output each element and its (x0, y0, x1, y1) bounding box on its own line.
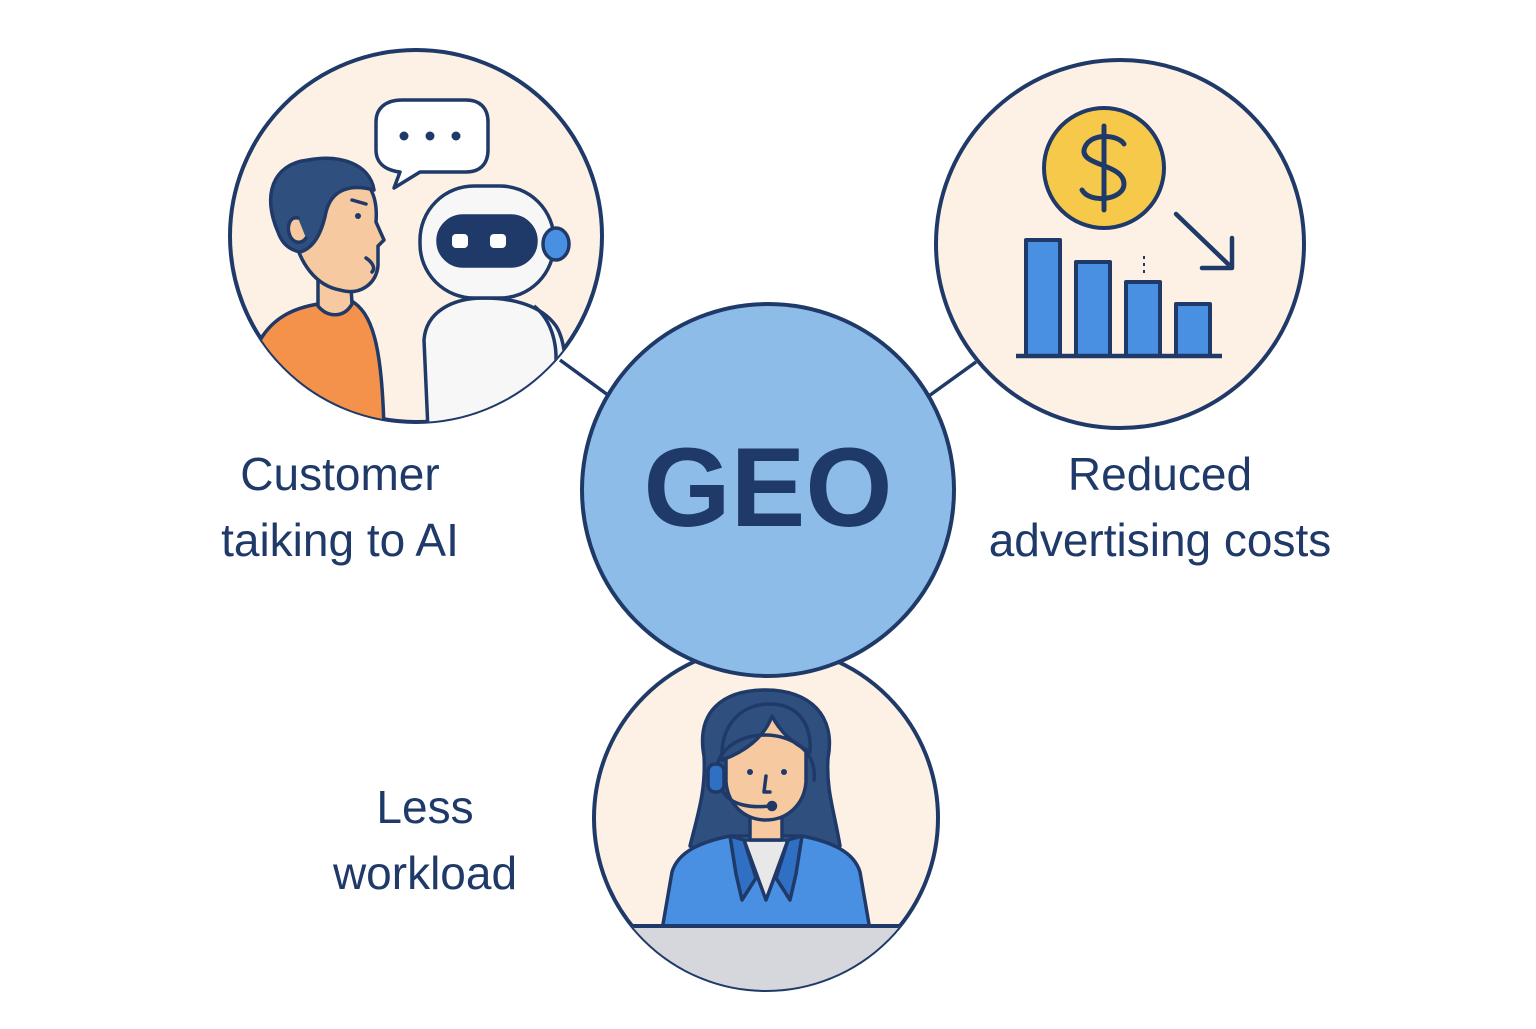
label-customer-line1: Customer (240, 448, 440, 500)
node-costs (934, 58, 1306, 430)
desk (594, 924, 938, 990)
node-customer (228, 48, 604, 424)
connector-customer (558, 358, 614, 400)
label-customer: Customer taiking to AI (160, 441, 520, 573)
connector-costs (924, 360, 978, 400)
speech-bubble-icon (374, 98, 490, 190)
dollar-coin-icon (1042, 106, 1166, 230)
label-workload: Less workload (280, 774, 570, 906)
label-workload-line2: workload (332, 847, 518, 899)
label-costs-line1: Reduced (1067, 448, 1253, 500)
label-customer-line2: taiking to AI (221, 514, 459, 566)
geo-hub-title: GEO (644, 425, 893, 550)
label-costs-line2: advertising costs (988, 514, 1332, 566)
headset-icon (706, 733, 816, 812)
bar-chart-icon (1016, 238, 1222, 359)
geo-hub: GEO (580, 302, 956, 678)
geo-hub-circle (580, 302, 956, 678)
node-workload (592, 644, 940, 992)
down-arrow-icon (1173, 211, 1235, 271)
support-agent-icon (660, 688, 872, 932)
connectors (558, 358, 978, 400)
label-workload-line1: Less (376, 781, 474, 833)
label-costs: Reduced advertising costs (950, 441, 1370, 573)
